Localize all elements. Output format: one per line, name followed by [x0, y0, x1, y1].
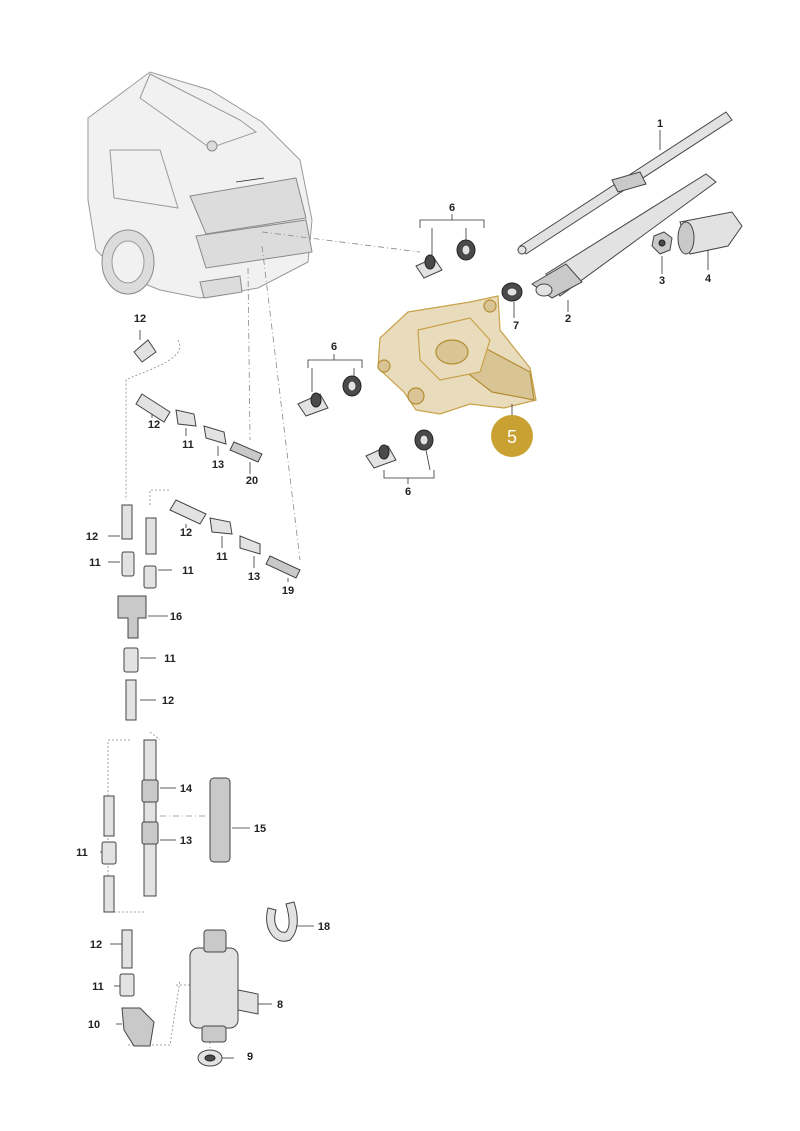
label-part-6-bottom: 6 [405, 486, 411, 498]
label-part-12-a: 12 [134, 313, 146, 325]
label-part-13-c: 13 [180, 835, 192, 847]
label-leaders [100, 130, 709, 1059]
label-part-12-d: 12 [86, 531, 98, 543]
label-part-4: 4 [705, 273, 712, 285]
label-part-12-e: 12 [162, 695, 174, 707]
label-part-14: 14 [180, 783, 193, 795]
label-part-7: 7 [513, 320, 519, 332]
bushing-set-left [297, 354, 363, 417]
label-part-13-a: 13 [212, 459, 224, 471]
label-part-8: 8 [277, 999, 283, 1011]
label-part-11-a: 11 [182, 439, 194, 451]
label-part-2: 2 [565, 313, 571, 325]
label-part-11-g: 11 [92, 981, 104, 993]
label-part-11-c: 11 [89, 557, 101, 569]
label-part-18: 18 [318, 921, 330, 933]
label-part-11-b: 11 [216, 551, 228, 563]
hex-nut [651, 231, 673, 255]
wiper-arm [531, 173, 717, 299]
label-part-12-c: 12 [180, 527, 192, 539]
leader-lines [107, 231, 421, 1048]
label-part-1: 1 [657, 118, 663, 130]
hose-line-components [101, 339, 301, 1067]
label-part-6-top: 6 [449, 202, 455, 214]
part-5-number: 5 [507, 427, 517, 447]
wiper-motor-highlighted [377, 295, 537, 415]
arm-cap [677, 211, 743, 255]
label-part-11-d: 11 [182, 565, 194, 577]
label-part-6-left: 6 [331, 341, 337, 353]
bushing-set-top [415, 214, 485, 279]
car-rear-illustration [87, 71, 313, 299]
part-labels: 1 2 3 4 6 6 6 7 8 9 10 11 11 11 11 11 11… [76, 118, 712, 1063]
label-part-11-e: 11 [164, 653, 176, 665]
part-5-badge: 5 [491, 404, 533, 457]
label-part-20: 20 [246, 475, 258, 487]
label-part-15: 15 [254, 823, 266, 835]
label-part-9: 9 [247, 1051, 253, 1063]
label-part-3: 3 [659, 275, 665, 287]
bushing-set-bottom [365, 429, 435, 484]
wiper-blade [517, 111, 733, 255]
label-part-11-f: 11 [76, 847, 88, 859]
label-part-16: 16 [170, 611, 182, 623]
label-part-10: 10 [88, 1019, 100, 1031]
grommet-7 [501, 282, 523, 302]
label-part-12-f: 12 [90, 939, 102, 951]
label-part-13-b: 13 [248, 571, 260, 583]
label-part-19: 19 [282, 585, 294, 597]
label-part-12-b: 12 [148, 419, 160, 431]
